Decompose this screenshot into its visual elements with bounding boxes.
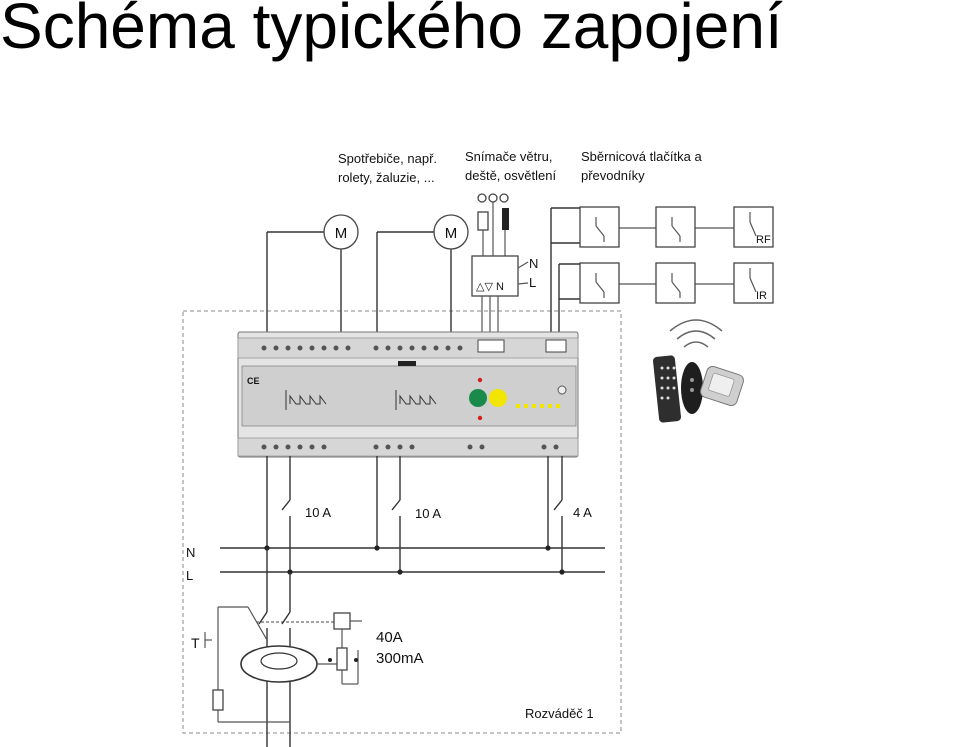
sensors-label: Snímače větru, deště, osvětlení [465,149,556,183]
remote-controls [653,319,744,423]
wireless-signal-icon [669,319,723,348]
rcd-assembly [204,548,362,747]
svg-text:RF: RF [756,234,771,246]
svg-text:Spotřebiče, např.: Spotřebiče, např. [338,151,437,166]
line-label: L [186,568,193,583]
led-red-bottom [477,415,483,421]
bus-button-1 [579,206,620,248]
bus-button-2 [655,206,696,248]
motor-2: M [376,214,469,338]
trip-relay [336,647,348,671]
svg-text:N: N [529,256,538,271]
svg-text:CE: CE [247,376,260,386]
rcd-rated-current: 40A [376,629,403,646]
bus-button-3 [579,262,620,304]
status-green-indicator [469,389,487,407]
test-button-label: T [191,635,200,651]
svg-text:M: M [335,225,348,242]
breaker-2-rating: 10 A [415,506,441,521]
svg-text:△▽ N: △▽ N [476,281,504,293]
ir-converter: IR [733,262,774,304]
svg-text:rolety, žaluzie, ...: rolety, žaluzie, ... [338,170,435,185]
controller-device: CE [237,331,579,458]
breaker-1-rating: 10 A [305,505,331,520]
status-yellow-indicator [489,389,507,407]
rcd-residual-current: 300mA [376,650,424,667]
panel-label: Rozváděč 1 [525,706,594,721]
svg-text:L: L [529,275,536,290]
bus-button-4 [655,262,696,304]
neutral-label: N [186,545,195,560]
motor-1: M [266,214,359,338]
rf-converter: RF [733,206,774,248]
address-dial [557,385,567,395]
svg-text:IR: IR [756,290,767,302]
svg-text:převodníky: převodníky [581,168,645,183]
bus-wiring [550,207,734,340]
svg-text:M: M [445,225,458,242]
device-front-panel [241,365,577,427]
output-wiring [266,456,563,572]
led-red-top [477,377,483,383]
sensor-box [471,255,519,297]
svg-text:Snímače větru,: Snímače větru, [465,149,552,164]
breaker-3-rating: 4 A [573,505,592,520]
svg-text:deště, osvětlení: deště, osvětlení [465,168,556,183]
consumers-label: Spotřebiče, např. rolety, žaluzie, ... [338,151,437,185]
svg-text:Sběrnicová tlačítka a: Sběrnicová tlačítka a [581,149,702,164]
supply-bus [220,545,605,575]
switchboard-outline [182,310,622,734]
page-title: Schéma typického zapojení [0,0,783,62]
weather-sensor: △▽ N N L [471,193,538,340]
bus-buttons-label: Sběrnicová tlačítka a převodníky [581,149,702,183]
